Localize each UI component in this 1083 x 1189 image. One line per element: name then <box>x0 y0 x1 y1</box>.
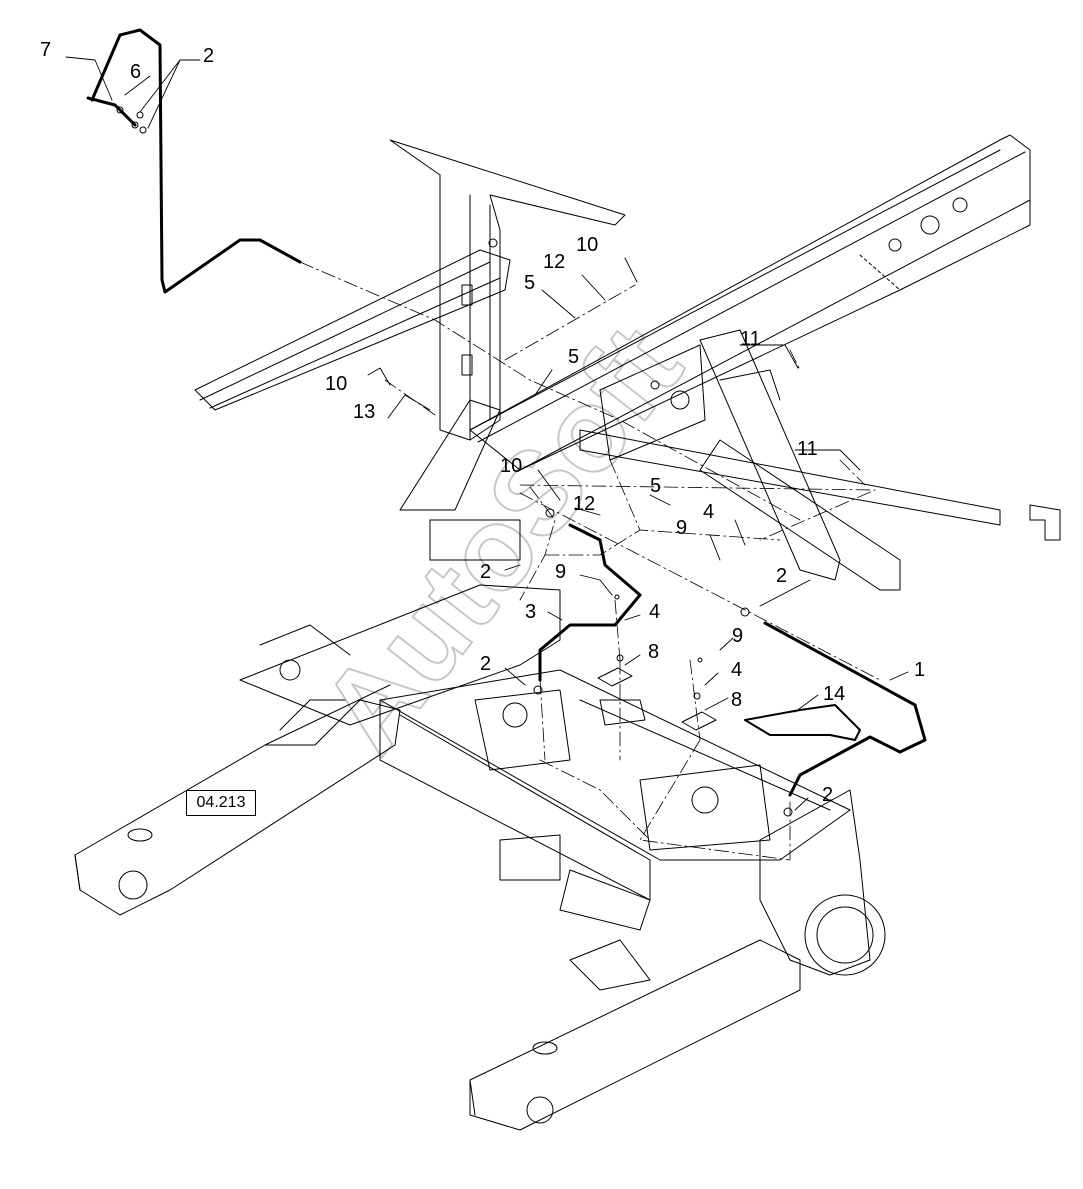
callout-2: 2 <box>203 45 214 67</box>
callout-8: 8 <box>731 689 742 711</box>
lower-pipe-1 <box>763 621 927 797</box>
callout-5: 5 <box>524 272 535 294</box>
callout-12: 12 <box>543 251 565 273</box>
bracket-14 <box>744 704 861 741</box>
callout-14: 14 <box>823 683 845 705</box>
callout-labels: 7 6 2 10 12 5 5 11 10 13 10 12 5 9 4 11 … <box>40 39 925 806</box>
callout-10: 10 <box>576 234 598 256</box>
pipe-clips <box>597 667 717 731</box>
callout-10: 10 <box>325 373 347 395</box>
callout-leaders <box>65 56 909 811</box>
callout-5: 5 <box>650 475 661 497</box>
callout-7: 7 <box>40 39 51 61</box>
watermark: AutoSoft <box>295 301 708 777</box>
callout-2: 2 <box>480 653 491 675</box>
callout-12: 12 <box>573 493 595 515</box>
callout-9: 9 <box>732 625 743 647</box>
callout-2: 2 <box>480 561 491 583</box>
callout-6: 6 <box>130 61 141 83</box>
axle-drive-units <box>474 689 771 851</box>
upper-frame-center-plate <box>599 344 706 461</box>
callout-4: 4 <box>649 601 660 623</box>
callout-4: 4 <box>703 501 714 523</box>
svg-text:AutoSoft: AutoSoft <box>296 302 707 776</box>
callout-9: 9 <box>555 561 566 583</box>
callout-3: 3 <box>525 601 536 623</box>
axle-main-crossbeam <box>379 669 851 901</box>
callout-8: 8 <box>648 641 659 663</box>
callout-13: 13 <box>353 401 375 423</box>
upper-frame-legs <box>399 329 1061 591</box>
upper-pipe-fittings <box>116 106 147 134</box>
axle-left-arm <box>74 684 401 916</box>
callout-2: 2 <box>822 784 833 806</box>
upper-frame-left-beam <box>194 249 511 411</box>
axle-upper-housing <box>239 584 561 731</box>
upper-frame-upright <box>389 139 626 441</box>
callout-11: 11 <box>797 438 818 460</box>
axle-lower-arm <box>469 834 801 1131</box>
callout-10: 10 <box>500 455 522 477</box>
callout-11: 11 <box>740 328 761 350</box>
axle-right-housing <box>759 789 886 976</box>
callout-5: 5 <box>568 346 579 368</box>
upper-pipe-loop <box>86 28 302 294</box>
callout-1: 1 <box>914 659 925 681</box>
lower-pipe-3 <box>538 523 642 682</box>
reference-box-04-213: 04.213 <box>186 790 256 816</box>
callout-2: 2 <box>776 565 787 587</box>
assembly-centerlines <box>299 261 881 861</box>
callout-4: 4 <box>731 659 742 681</box>
callout-9: 9 <box>676 517 687 539</box>
